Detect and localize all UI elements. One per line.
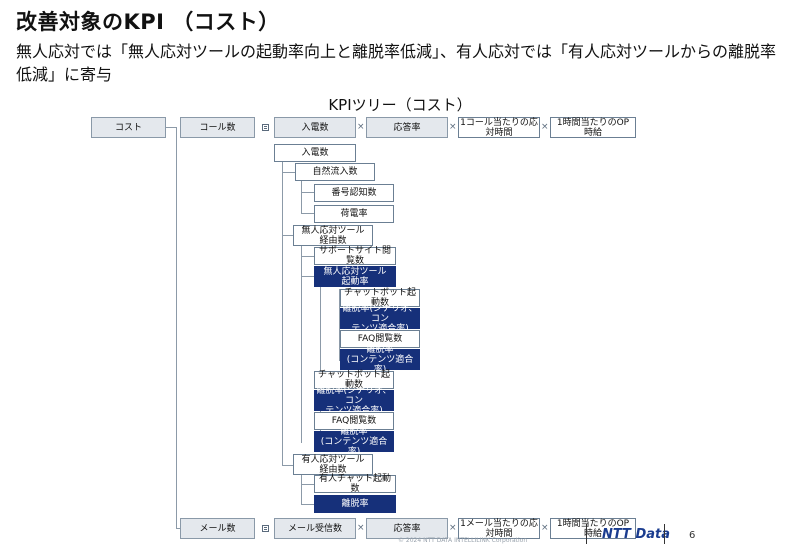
- multiply-icon: ×: [357, 122, 365, 132]
- node-dropout-content-2: 離脱率 (コンテンツ適合率): [314, 427, 394, 457]
- node-manned-tool-via: 有人応対ツール 経由数: [293, 454, 373, 475]
- connector: [301, 484, 314, 485]
- connector: [339, 289, 340, 361]
- node-incoming-calls-sub: 入電数: [274, 144, 356, 162]
- node-answer-rate-mail: 応答率: [366, 518, 448, 539]
- connector: [166, 127, 177, 128]
- node-faq-views-2: FAQ閲覧数: [314, 412, 394, 430]
- node-incoming-calls: 入電数: [274, 117, 356, 138]
- connector: [301, 256, 314, 257]
- footer-divider: [586, 524, 587, 544]
- connector: [301, 180, 302, 214]
- node-dropout-content-1: 離脱率 (コンテンツ適合率): [340, 345, 420, 375]
- connector: [301, 276, 314, 277]
- connector: [301, 213, 314, 214]
- connector: [301, 504, 314, 505]
- node-time-per-call: 1コール当たりの応 対時間: [458, 117, 540, 138]
- connector: [176, 528, 180, 529]
- connector: [301, 245, 302, 443]
- multiply-icon: ×: [449, 523, 457, 533]
- multiply-icon: ×: [449, 122, 457, 132]
- connector: [282, 172, 295, 173]
- node-mail-received: メール受信数: [274, 518, 356, 539]
- node-cost: コスト: [91, 117, 166, 138]
- node-answer-rate-call: 応答率: [366, 117, 448, 138]
- node-dropout-scenario-2: 離脱率(シナリオ、コン テンツ適合率): [314, 386, 394, 416]
- node-mail-count: メール数: [180, 518, 255, 539]
- node-unmanned-tool-via: 無人応対ツール 経由数: [293, 225, 373, 246]
- node-chatbot-launch-1: チャットボット起動数: [340, 288, 420, 308]
- node-faq-views-1: FAQ閲覧数: [340, 330, 420, 348]
- node-hourly-op-wage-call: 1時間当たりのOP 時給: [550, 117, 636, 138]
- page-number: 6: [689, 530, 696, 541]
- node-dropout-manned: 離脱率: [314, 495, 396, 513]
- node-number-recognition: 番号認知数: [314, 184, 394, 202]
- footer-divider: [664, 524, 665, 544]
- connector: [282, 465, 293, 466]
- slide-subtitle: 無人応対では「無人応対ツールの起動率向上と離脱率低減」、有人応対では「有人応対ツ…: [16, 42, 777, 84]
- node-chatbot-launch-2: チャットボット起動数: [314, 370, 394, 390]
- equals-icon: [262, 124, 269, 131]
- tree-title: KPIツリー（コスト）: [328, 96, 472, 114]
- slide-title: 改善対象のKPI （コスト）: [16, 10, 280, 34]
- node-hourly-op-wage-mail: 1時間当たりのOP 時給: [550, 518, 636, 539]
- connector: [301, 192, 314, 193]
- multiply-icon: ×: [541, 122, 549, 132]
- node-dropout-scenario-1: 離脱率(シナリオ、コン テンツ適合率): [340, 304, 420, 334]
- connector: [301, 474, 302, 505]
- connector: [282, 235, 293, 236]
- node-unmanned-tool-launch: 無人応対ツール 起動率: [314, 266, 396, 287]
- node-call-count: コール数: [180, 117, 255, 138]
- node-call-rate: 荷電率: [314, 205, 394, 223]
- node-manned-chat-launch: 有人チャット起動数: [314, 474, 396, 494]
- connector: [320, 286, 321, 442]
- footer-copyright: © 2024 NTT DATA INTELLILINK Corporation: [398, 537, 528, 544]
- multiply-icon: ×: [357, 523, 365, 533]
- connector: [176, 127, 177, 529]
- multiply-icon: ×: [541, 523, 549, 533]
- node-natural-inflow: 自然流入数: [295, 163, 375, 181]
- connector: [282, 162, 283, 466]
- company-logo: NTT Data: [602, 527, 670, 542]
- node-time-per-mail: 1メール当たりの応 対時間: [458, 518, 540, 539]
- node-support-site-views: サポートサイト閲覧数: [314, 246, 396, 266]
- equals-icon: [262, 525, 269, 532]
